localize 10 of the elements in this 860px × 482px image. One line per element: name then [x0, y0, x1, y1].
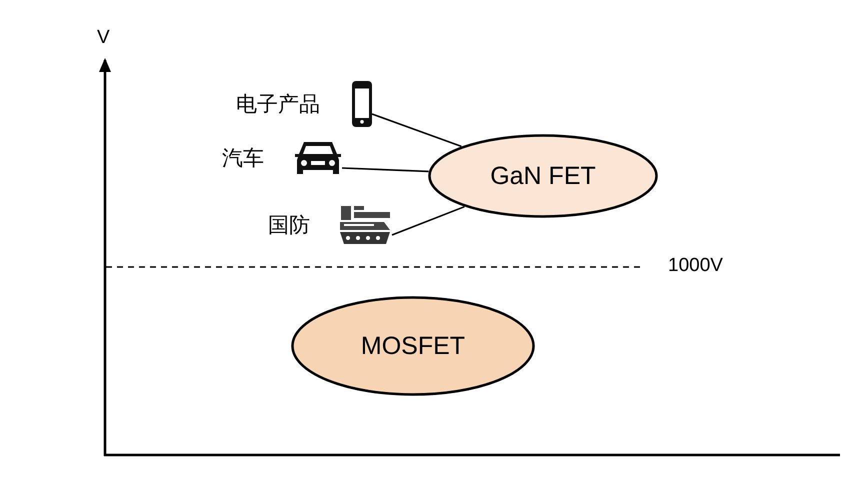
node-label: GaN FET [490, 164, 596, 188]
connector-line [392, 206, 465, 236]
application-label: 国防 [268, 214, 310, 236]
application-label: 汽车 [222, 148, 264, 168]
application-label: 电子产品 [236, 94, 320, 114]
node-label: MOSFET [360, 334, 466, 358]
connector-line [372, 113, 462, 148]
connector-line [342, 167, 429, 172]
threshold-label: 1000V [668, 256, 723, 275]
axis-label: V [97, 28, 110, 47]
